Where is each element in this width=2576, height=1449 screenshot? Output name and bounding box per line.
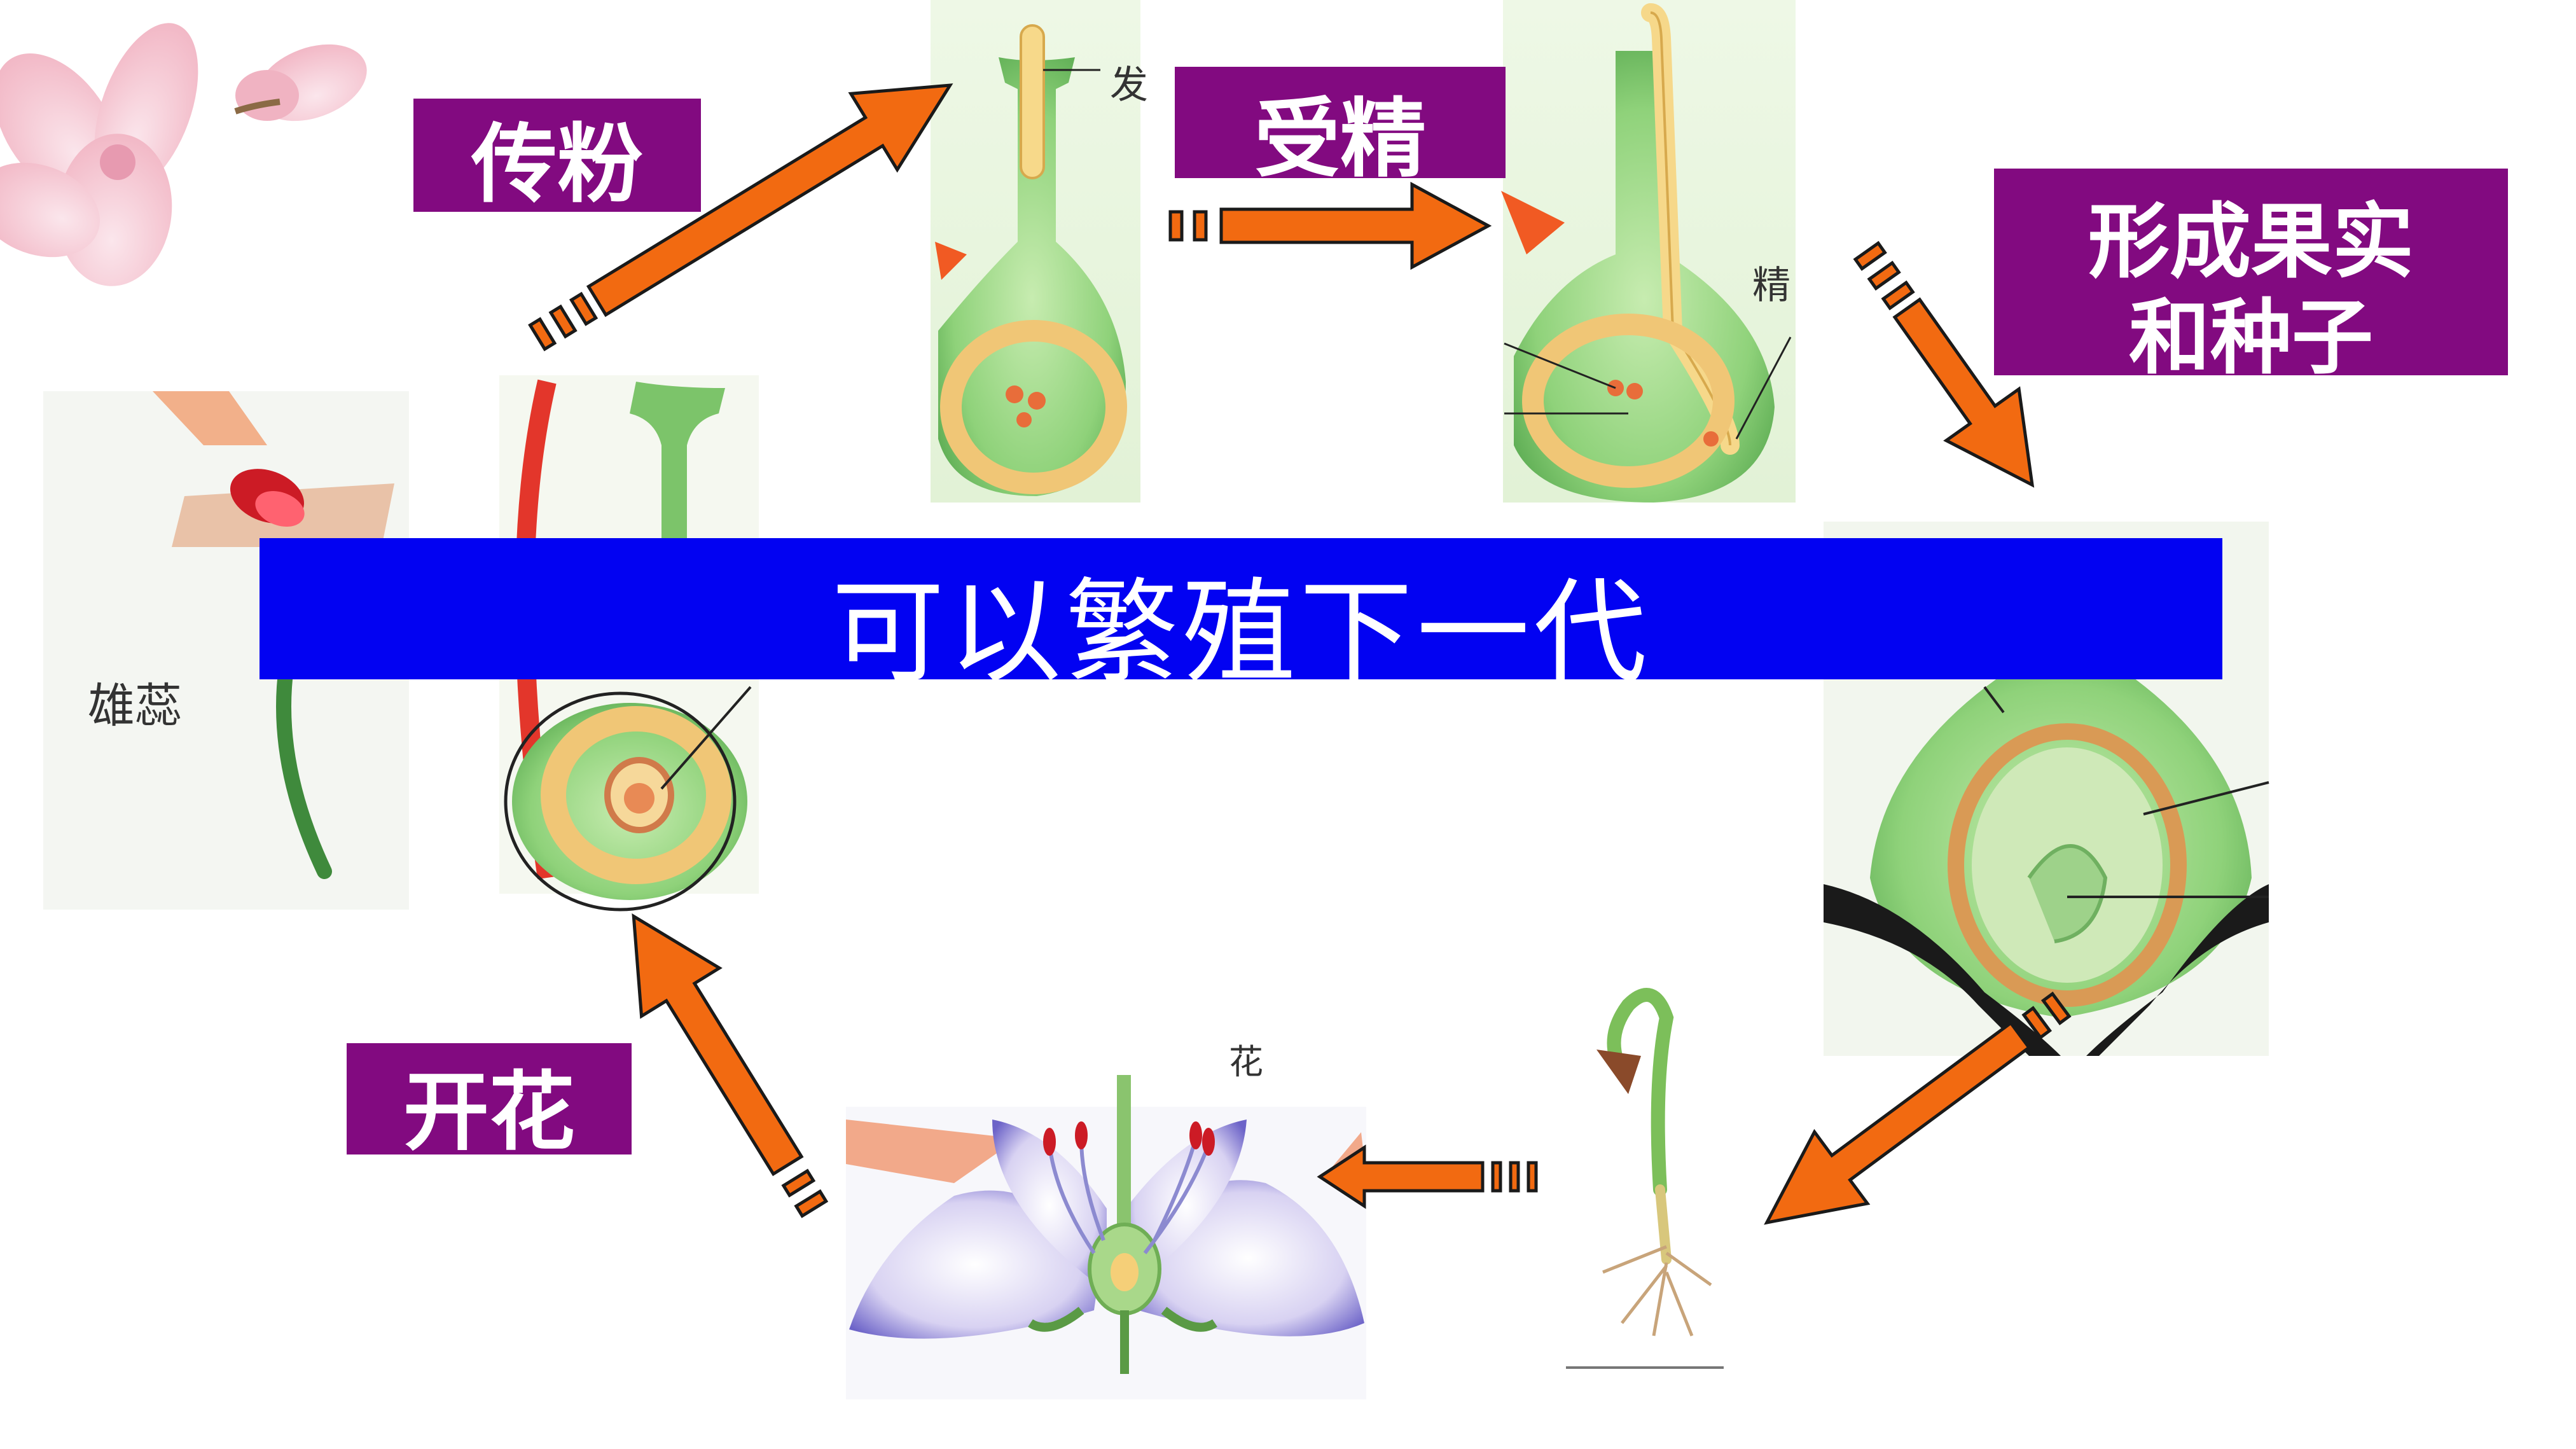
label-flowering-text: 开花 (403, 1062, 575, 1154)
label-fertilization: 受精 (1175, 67, 1506, 178)
flower-tag: 花 (1229, 1042, 1263, 1082)
label-pollination-text: 传粉 (471, 114, 643, 212)
banner: 可以繁殖下一代 (260, 538, 2222, 679)
fertilization-panel (1501, 0, 1796, 503)
arrow-growth (1317, 1144, 1538, 1209)
label-flowering: 开花 (347, 1043, 632, 1154)
arrow-germination (1764, 991, 2072, 1225)
pollen-tube-tag: 发 (1110, 63, 1148, 107)
arrow-fertilization (1168, 181, 1492, 270)
arrow-fruit-seed (1853, 240, 2035, 488)
seedling-panel (1566, 980, 1724, 1369)
pollen-tube-panel (931, 0, 1140, 503)
label-fruit-seed-text: 形成果实和种子 (2088, 195, 2414, 375)
sperm-tag: 精 (1752, 263, 1790, 308)
cycle-arrows (528, 83, 2072, 1225)
arrow-flowering (632, 913, 829, 1219)
banner-text: 可以繁殖下一代 (831, 567, 1651, 680)
flower-panel (846, 992, 1366, 1399)
stamen-tag: 雄蕊 (88, 679, 182, 733)
label-fertilization-text: 受精 (1254, 89, 1426, 178)
arrow-pollination (528, 83, 953, 352)
magnolia-decoration (0, 23, 367, 286)
label-pollination: 传粉 (413, 99, 701, 212)
stamen-panel (43, 391, 409, 910)
label-fruit-seed: 形成果实和种子 (1994, 169, 2508, 375)
